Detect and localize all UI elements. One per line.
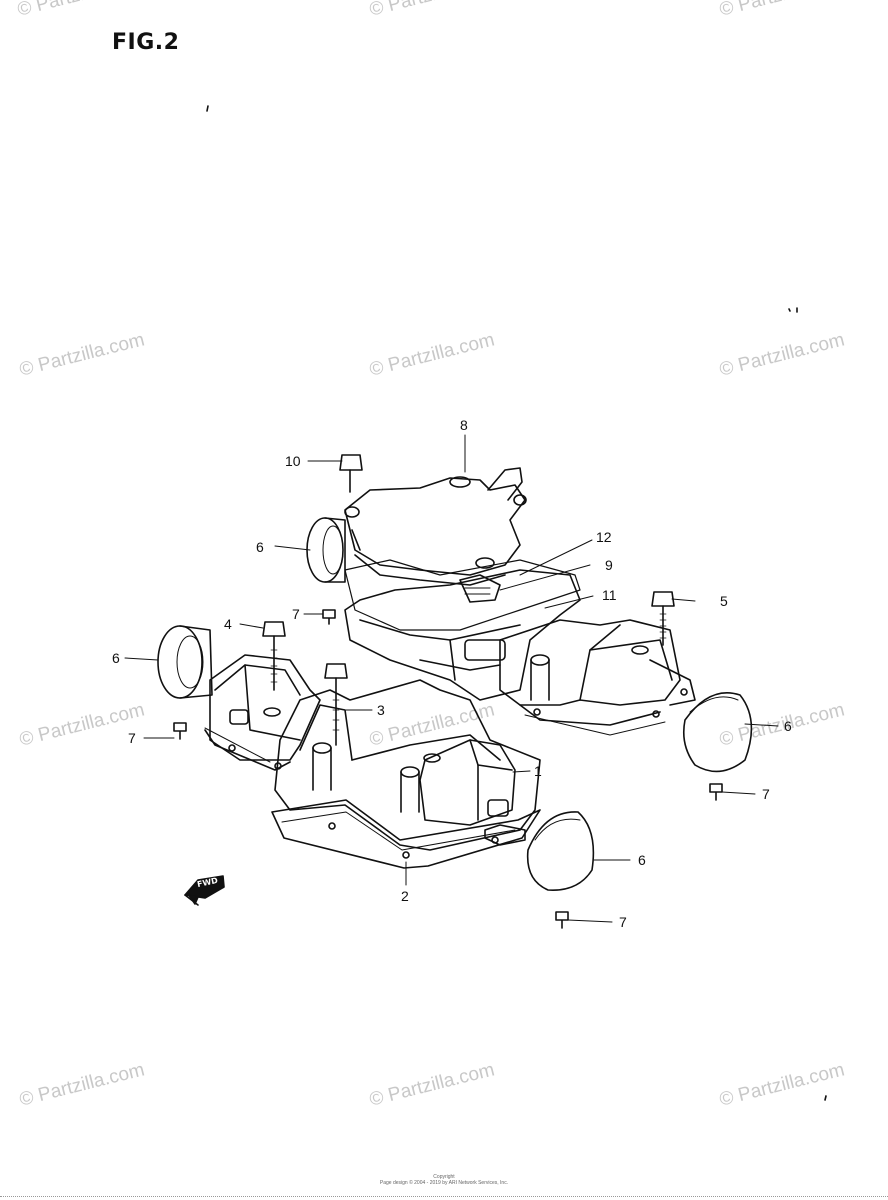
lower-gasket: [271, 799, 541, 869]
callout-4: 4: [224, 616, 232, 632]
screw-7: [555, 911, 569, 929]
top-cover: [344, 477, 526, 576]
bolt-3: [324, 663, 348, 679]
screw-7: [322, 609, 336, 625]
bolt-4: [262, 621, 286, 637]
callout-3: 3: [377, 702, 385, 718]
bolt-5: [651, 591, 675, 607]
page-footer: Copyright Page design © 2004 - 2019 by A…: [0, 1174, 888, 1186]
callout-12: 12: [596, 529, 612, 545]
screw-7: [173, 722, 187, 740]
footer-page-design: Page design © 2004 - 2019 by ARI Network…: [379, 1180, 509, 1186]
center-riser: [344, 569, 581, 701]
cap-6: [526, 811, 595, 891]
callout-7: 7: [619, 914, 627, 930]
cap-6: [157, 625, 213, 699]
front-direction-arrow: [184, 875, 225, 906]
footer-copyright: Copyright: [433, 1174, 455, 1180]
callout-6: 6: [784, 718, 792, 734]
callout-6: 6: [638, 852, 646, 868]
callout-11: 11: [602, 587, 617, 603]
callout-9: 9: [605, 557, 613, 573]
callout-1: 1: [534, 763, 542, 779]
screw-7: [709, 783, 723, 801]
callout-8: 8: [460, 417, 468, 433]
callout-5: 5: [720, 593, 728, 609]
callout-6: 6: [256, 539, 264, 555]
callout-7: 7: [128, 730, 136, 746]
cap-6: [306, 517, 346, 583]
right-arm: [499, 619, 681, 706]
cap-6: [682, 691, 753, 773]
callout-2: 2: [401, 888, 409, 904]
callout-7: 7: [292, 606, 300, 622]
main-body: [274, 679, 541, 851]
bolt-10: [339, 454, 363, 471]
callout-6: 6: [112, 650, 120, 666]
footer-dotted-rule: [0, 1196, 888, 1197]
figure-title: FIG.2: [112, 30, 180, 55]
callout-7: 7: [762, 786, 770, 802]
left-arm: [209, 654, 321, 761]
callout-10: 10: [285, 453, 301, 469]
